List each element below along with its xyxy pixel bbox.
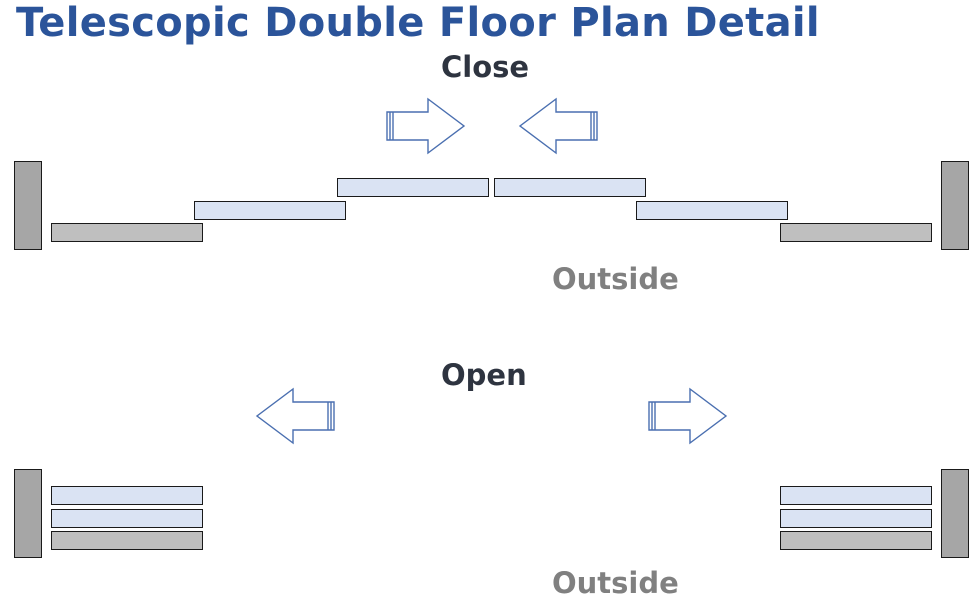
open-state-label: Open — [441, 358, 527, 392]
right-inner-leaf — [494, 178, 646, 197]
outside-label-open: Outside — [552, 566, 679, 600]
left-inner-leaf — [337, 178, 489, 197]
left-fixed-panel — [51, 223, 203, 242]
left-inner-leaf — [51, 486, 203, 505]
right-middle-leaf — [636, 201, 788, 220]
arrow-left-icon — [518, 97, 598, 155]
right-middle-leaf — [780, 509, 932, 528]
arrow-right-icon — [386, 97, 466, 155]
left-middle-leaf — [51, 509, 203, 528]
right-inner-leaf — [780, 486, 932, 505]
arrow-left-icon — [255, 387, 335, 445]
left-wall-post — [14, 161, 42, 250]
left-wall-post — [14, 469, 42, 558]
close-state-label: Close — [441, 50, 530, 84]
arrow-right-icon — [648, 387, 728, 445]
right-wall-post — [941, 161, 969, 250]
right-fixed-panel — [780, 223, 932, 242]
outside-label-close: Outside — [552, 262, 679, 296]
right-wall-post — [941, 469, 969, 558]
right-fixed-panel — [780, 531, 932, 550]
left-middle-leaf — [194, 201, 346, 220]
left-fixed-panel — [51, 531, 203, 550]
page-title: Telescopic Double Floor Plan Detail — [16, 0, 820, 46]
